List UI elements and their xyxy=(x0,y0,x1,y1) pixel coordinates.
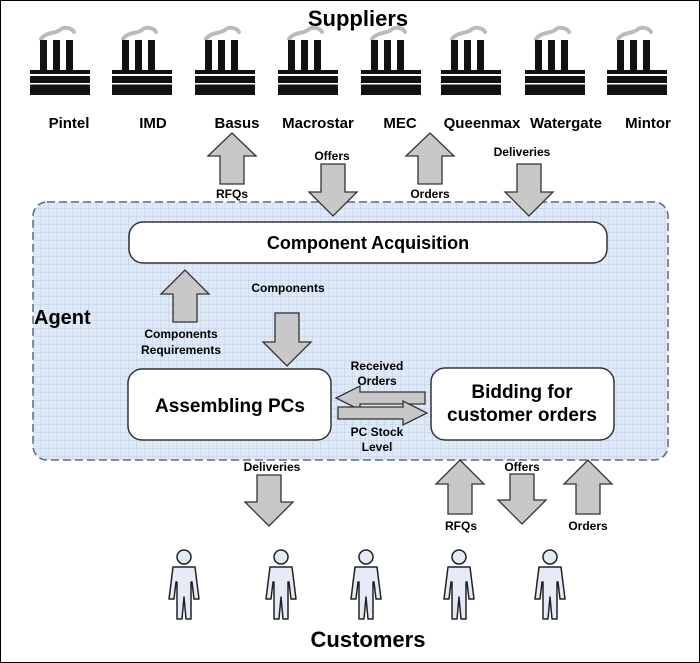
deliveries-down-arrow xyxy=(503,163,555,217)
customer-rfqs-label: RFQs xyxy=(445,519,477,533)
customer-rfqs-arrow xyxy=(434,459,486,515)
rfqs-up-arrow xyxy=(206,132,258,185)
received-orders-label-line1: Received xyxy=(351,359,404,373)
bidding-box xyxy=(430,367,615,441)
supplier-name: IMD xyxy=(139,115,167,132)
orders-label: Orders xyxy=(410,187,450,201)
bidding-label-line1: Bidding for xyxy=(471,382,573,403)
supplier-name: MEC xyxy=(383,115,417,132)
component-acquisition-box xyxy=(128,221,608,264)
supplier-name: Macrostar xyxy=(282,115,354,132)
components-requirements-label-line2: Requirements xyxy=(141,343,221,357)
offers-label: Offers xyxy=(314,149,350,163)
supplier-name: Queenmax xyxy=(444,115,521,132)
assembling-box xyxy=(127,368,332,441)
customer-offers-label: Offers xyxy=(504,460,540,474)
customer-orders-arrow xyxy=(562,459,614,515)
assembling-label: Assembling PCs xyxy=(155,396,305,417)
rfqs-label: RFQs xyxy=(216,187,248,201)
customer-offers-arrow xyxy=(496,473,548,525)
components-requirements-arrow xyxy=(159,269,211,323)
bidding-label-line2: customer orders xyxy=(447,405,597,426)
supplier-name: Basus xyxy=(214,115,259,132)
component-acquisition-label: Component Acquisition xyxy=(267,233,469,253)
offers-down-arrow xyxy=(307,163,359,217)
pc-stock-label-line1: PC Stock xyxy=(351,425,404,439)
components-down-arrow xyxy=(261,312,313,367)
supplier-name: Pintel xyxy=(49,115,90,132)
received-orders-label-line2: Orders xyxy=(357,374,397,388)
deliveries-label: Deliveries xyxy=(494,145,551,159)
suppliers-title: Suppliers xyxy=(308,6,408,31)
agent-label: Agent xyxy=(34,307,91,329)
deliveries-to-customers-arrow xyxy=(243,474,295,527)
components-label: Components xyxy=(251,281,325,295)
orders-up-arrow xyxy=(404,132,456,185)
supplier-name: Mintor xyxy=(625,115,671,132)
supplier-names: Pintel IMD Basus Macrostar MEC Queenmax … xyxy=(49,115,671,132)
pc-stock-arrow xyxy=(337,399,429,427)
pc-stock-label-line2: Level xyxy=(362,440,393,454)
supplier-name: Watergate xyxy=(530,115,602,132)
customers-title: Customers xyxy=(311,627,426,652)
components-requirements-label-line1: Components xyxy=(144,327,218,341)
customer-orders-label: Orders xyxy=(568,519,608,533)
customer-deliveries-label: Deliveries xyxy=(244,460,301,474)
